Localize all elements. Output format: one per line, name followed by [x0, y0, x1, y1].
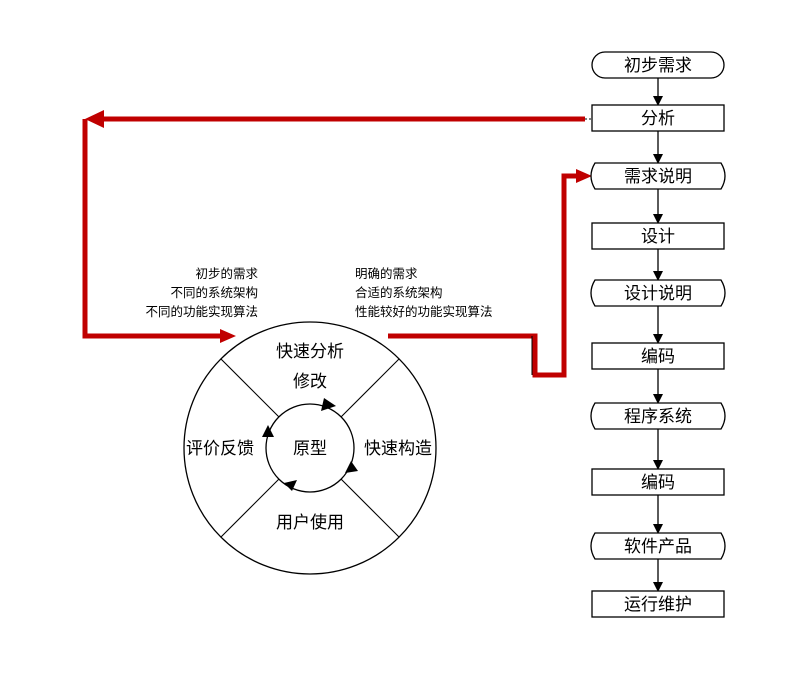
input-note-1: 初步的需求 [195, 266, 258, 281]
flow-step-6-label: 编码 [641, 347, 675, 367]
flow-step-10-label: 运行维护 [624, 595, 692, 615]
cycle-arrow-icon [321, 398, 336, 411]
wheel-top-label-2: 修改 [293, 372, 327, 392]
wheel-top-label-1: 快速分析 [276, 342, 344, 362]
cycle-arrow-icon [262, 425, 274, 437]
cycle-arrow-icon [345, 461, 358, 473]
flow-step-4-label: 设计 [641, 227, 675, 247]
input-note-2: 不同的系统架构 [170, 285, 258, 300]
output-notes: 明确的需求 合适的系统架构 性能较好的功能实现算法 [355, 266, 493, 319]
input-note-3: 不同的功能实现算法 [145, 304, 258, 319]
output-note-1: 明确的需求 [355, 266, 418, 281]
flow-step-2-label: 分析 [641, 109, 675, 129]
wheel-center-label: 原型 [293, 439, 327, 459]
flow-step-6-shape [591, 342, 725, 370]
flow-step-3-label: 需求说明 [624, 167, 692, 187]
wheel-left-label: 评价反馈 [186, 439, 254, 459]
wheel-bottom-label: 用户使用 [276, 512, 344, 533]
flow-step-8-label: 编码 [641, 473, 675, 493]
flow-step-5-shape [590, 279, 726, 307]
flow-step-1-label: 初步需求 [624, 56, 692, 76]
wheel-inner-circle [265, 403, 355, 493]
output-note-2: 合适的系统架构 [355, 285, 443, 300]
input-notes: 初步的需求 不同的系统架构 不同的功能实现算法 [145, 266, 258, 319]
flow-step-7-shape [590, 402, 726, 430]
flow-step-4-shape [591, 222, 725, 250]
wheel-outer-circle [183, 321, 437, 575]
output-note-3: 性能较好的功能实现算法 [355, 304, 493, 319]
feedback-arrow-right [388, 169, 592, 378]
flow-step-5-label: 设计说明 [624, 284, 692, 304]
flow-step-10-shape [591, 590, 725, 618]
feedback-arrow-left [82, 110, 592, 343]
flow-step-7-label: 程序系统 [624, 407, 692, 427]
wheel-right-label: 快速构造 [364, 439, 432, 459]
flow-step-3-shape [590, 162, 726, 190]
flow-step-9-label: 软件产品 [624, 537, 692, 557]
flow-step-9-shape [590, 532, 726, 560]
prototype-wheel: 快速分析 修改 快速构造 用户使用 评价反馈 原型 [183, 321, 437, 575]
cycle-arrow-icon [284, 480, 297, 491]
